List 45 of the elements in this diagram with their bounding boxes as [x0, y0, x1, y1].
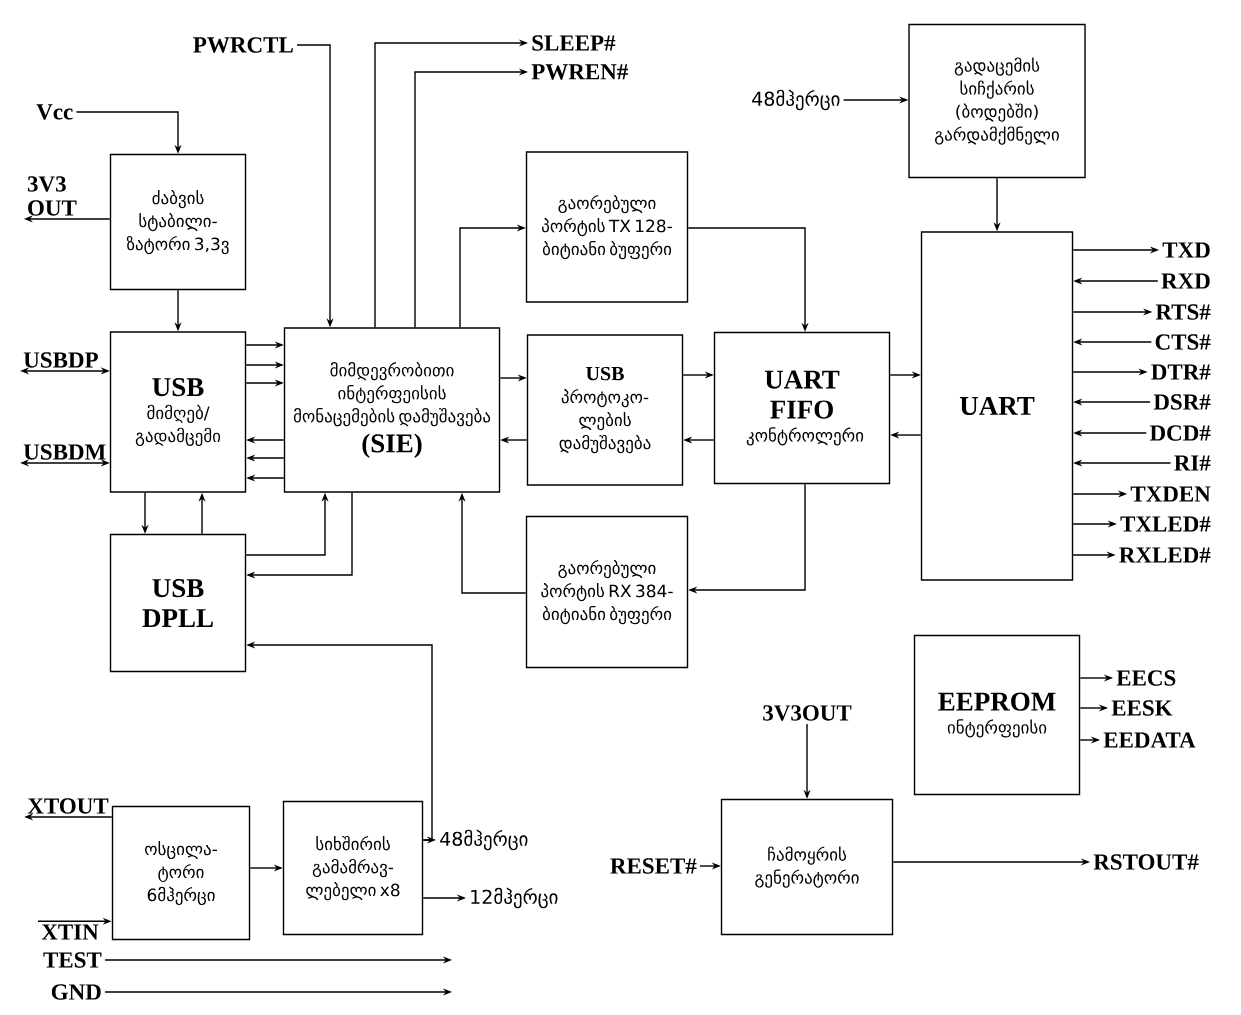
pin-label: SLEEP# — [532, 35, 616, 51]
block-box: UART — [920, 231, 1074, 581]
block-box: მიმდევრობითი ინტერფეისის მონაცემების დამუშავება (SIE) — [283, 327, 501, 493]
pin-label: Vcc — [36, 104, 73, 120]
block-box: ჩამოყრის გენერატორი — [720, 798, 894, 936]
pin-label: 48მჰერცი — [752, 89, 840, 111]
block-box: გადაცემის სიჩქარის (ბოდებში) გარდამქმნელი — [908, 23, 1086, 179]
pin-label: RTS# — [1155, 304, 1211, 320]
block-box: გაორებული პორტის RX 384-ბიტიანი ბუფერი — [525, 515, 689, 669]
pin-label: RXD — [1161, 273, 1210, 289]
block-box: USB პროტოკო- ლების დამუშავება — [526, 334, 684, 486]
block-box: UART FIFO კონტროლერი — [713, 331, 891, 485]
pin-label: RSTOUT# — [1093, 854, 1199, 870]
pin-label: 3V3 OUT — [27, 176, 77, 216]
pin-label: RI# — [1174, 455, 1211, 471]
pin-label: PWRCTL — [193, 37, 293, 53]
block-box: USB მიმღებ/ გადამცემი — [109, 331, 247, 493]
pin-label: DSR# — [1153, 394, 1211, 410]
block-box: ძაბვის სტაბილი- ზატორი 3,3ვ — [109, 153, 247, 291]
pin-label: DTR# — [1151, 364, 1211, 380]
pin-label: 3V3OUT — [763, 705, 852, 721]
block-box: EEPROM ინტერფეისი — [913, 634, 1081, 796]
pin-label: TXD — [1162, 242, 1210, 258]
pin-label: RXLED# — [1119, 547, 1211, 563]
pin-label: 48მჰერცი — [440, 829, 528, 851]
pin-label: XTOUT — [27, 798, 109, 814]
pin-label: GND — [51, 984, 101, 1000]
pin-label: PWREN# — [531, 64, 628, 80]
pin-label: TXLED# — [1120, 516, 1211, 532]
pin-label: USBDP — [23, 352, 98, 368]
pin-label: EESK — [1111, 700, 1173, 716]
pin-label: DCD# — [1149, 425, 1211, 441]
pin-label: CTS# — [1155, 334, 1211, 350]
block-box: სიხშირის გამამრავ- ლებელი x8 — [282, 800, 424, 936]
pin-label: TEST — [43, 952, 102, 968]
pin-label: EECS — [1116, 670, 1176, 686]
pin-label: TXDEN — [1130, 486, 1211, 502]
block-box: ოსცილა- ტორი 6მჰერცი — [111, 805, 251, 941]
block-box: USB DPLL — [109, 533, 247, 673]
pin-label: USBDM — [23, 444, 106, 460]
block-box: გაორებული პორტის TX 128-ბიტიანი ბუფერი — [525, 151, 689, 303]
pin-label: XTIN — [41, 924, 99, 940]
pin-label: 12მჰერცი — [471, 887, 558, 909]
pin-label: RESET# — [610, 858, 697, 874]
pin-label: EEDATA — [1103, 732, 1196, 748]
